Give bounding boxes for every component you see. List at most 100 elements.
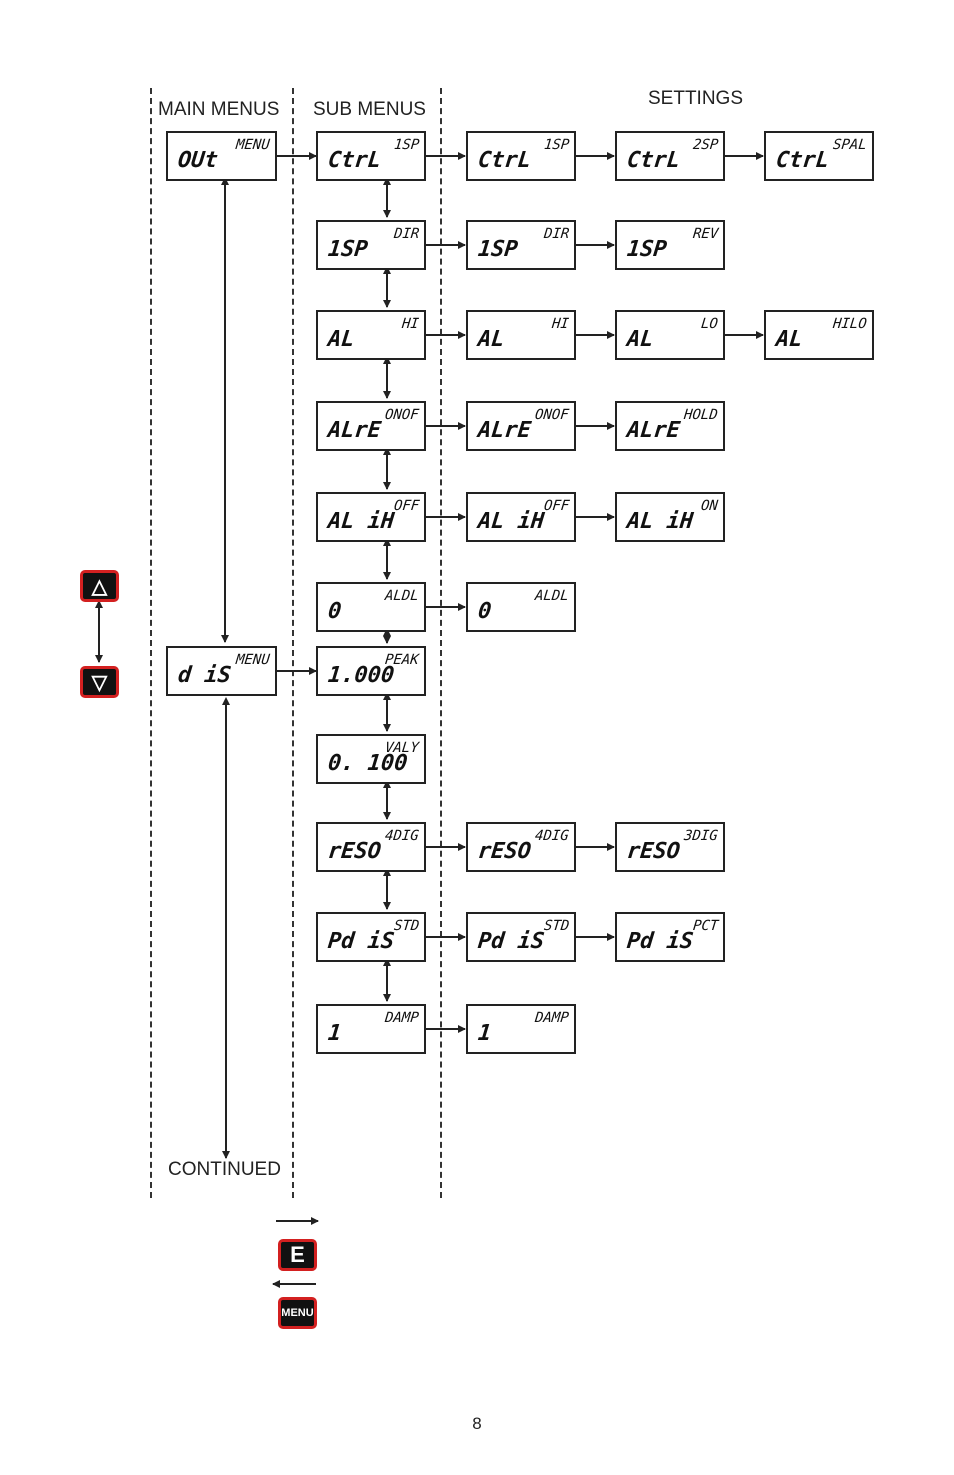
display-text: rESO [476,839,533,864]
display-text: rESO [625,839,682,864]
menu-tag: 2SP [691,137,719,153]
page-number: 8 [472,1414,482,1433]
display-text: ALrE [476,418,533,443]
display-text: 0 [476,599,493,624]
display-text: 1SP [625,237,669,262]
menu-tag: HOLD [683,407,719,423]
enter-key[interactable]: E [278,1239,317,1271]
menu-tag: DIR [392,226,420,242]
display-text: AL [625,327,655,352]
display-text: CtrL [774,148,831,173]
display-text: AL iH [625,509,695,534]
menu-tag: SPAL [832,137,868,153]
menu-tag: 4DIG [384,828,420,844]
display-text: ALrE [326,418,383,443]
sub-menu-box[interactable]: ALDL 0 [316,582,426,632]
sub-menu-box[interactable]: DIR 1SP [316,220,426,270]
setting-box[interactable]: ON AL iH [615,492,725,542]
display-text: ALrE [625,418,682,443]
setting-box[interactable]: DIR 1SP [466,220,576,270]
menu-tag: HI [401,316,420,332]
menu-tag: STD [542,918,570,934]
sub-menus-heading: SUB MENUS [313,99,426,120]
display-text: rESO [326,839,383,864]
menu-key[interactable]: MENU [278,1297,317,1329]
menu-tag: PCT [691,918,719,934]
sub-menu-box[interactable]: HI AL [316,310,426,360]
display-text: AL iH [326,509,396,534]
up-key[interactable]: △ [80,570,119,602]
menu-tag: ON [700,498,719,514]
display-text: 0 [326,599,343,624]
display-text: AL iH [476,509,546,534]
menu-tag: MENU [235,137,271,153]
down-key[interactable]: ▽ [80,666,119,698]
sub-menu-box[interactable]: 1SP CtrL [316,131,426,181]
display-text: CtrL [476,148,533,173]
menu-tag: DAMP [534,1010,570,1026]
menu-tag: 3DIG [683,828,719,844]
setting-box[interactable]: ALDL 0 [466,582,576,632]
display-text: d iS [176,663,233,688]
display-text: 0. 100 [326,751,409,776]
display-text: Pd iS [326,929,396,954]
menu-tag: MENU [235,652,271,668]
display-text: 1.000 [326,663,396,688]
display-text: 1SP [476,237,520,262]
menu-tag: OFF [392,498,420,514]
column-divider [150,88,152,1198]
menu-tag: ALDL [384,588,420,604]
menu-tag: ALDL [534,588,570,604]
menu-tag: ONOF [534,407,570,423]
display-text: CtrL [326,148,383,173]
menu-tag: ONOF [384,407,420,423]
main-menu-out[interactable]: MENU OUt [166,131,277,181]
setting-box[interactable]: 1SP CtrL [466,131,576,181]
setting-box[interactable]: REV 1SP [615,220,725,270]
menu-tag: 4DIG [534,828,570,844]
display-text: OUt [176,148,220,173]
menu-tag: 1SP [542,137,570,153]
display-text: 1 [326,1021,343,1046]
menu-tag: DAMP [384,1010,420,1026]
column-divider [292,88,294,1198]
menu-tag: REV [691,226,719,242]
menu-tag: 1SP [392,137,420,153]
continued-label: CONTINUED [168,1159,281,1180]
main-menus-heading: MAIN MENUS [158,99,280,120]
display-text: Pd iS [476,929,546,954]
column-divider [440,88,442,1198]
display-text: Pd iS [625,929,695,954]
main-menu-display[interactable]: MENU d iS [166,646,277,696]
menu-tag: STD [392,918,420,934]
display-text: 1 [476,1021,493,1046]
display-text: AL [476,327,506,352]
menu-tag: DIR [542,226,570,242]
display-text: 1SP [326,237,370,262]
sub-menu-box[interactable]: DAMP 1 [316,1004,426,1054]
menu-tag: OFF [542,498,570,514]
menu-tag: HILO [832,316,868,332]
display-text: AL [326,327,356,352]
setting-box[interactable]: DAMP 1 [466,1004,576,1054]
setting-box[interactable]: HILO AL [764,310,874,360]
display-text: AL [774,327,804,352]
